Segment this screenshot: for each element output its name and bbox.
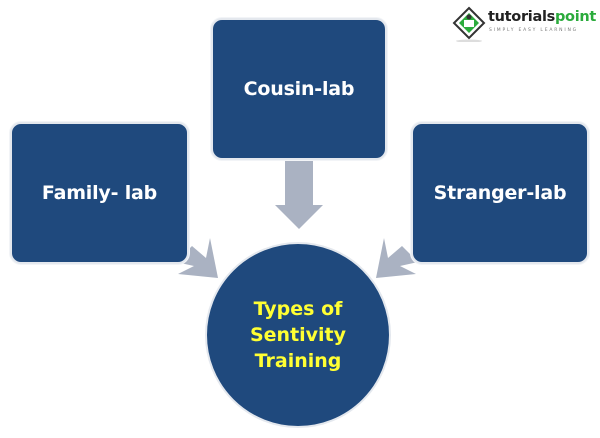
node-stranger-lab: Stranger-lab <box>411 122 589 264</box>
tutorialspoint-logo: tutorialspoint SIMPLY EASY LEARNING <box>452 6 596 42</box>
arrow-stranger-to-center <box>376 238 418 278</box>
node-label: Stranger-lab <box>433 182 567 204</box>
center-label-line: Types of <box>253 298 343 320</box>
node-family-lab: Family- lab <box>10 122 189 264</box>
node-cousin-lab: Cousin-lab <box>211 18 387 160</box>
logo-wordmark: tutorialspoint <box>488 9 597 25</box>
arrow-family-to-center <box>176 238 218 278</box>
arrow-cousin-to-center <box>275 160 323 229</box>
node-label: Family- lab <box>41 182 158 204</box>
node-label: Cousin-lab <box>243 78 355 100</box>
tutorialspoint-logo-icon <box>452 6 486 42</box>
center-node-types-of-training: Types of Sentivity Training <box>205 242 391 428</box>
logo-tagline: SIMPLY EASY LEARNING <box>489 28 578 33</box>
center-label-line: Training <box>254 350 342 372</box>
center-label-line: Sentivity <box>249 324 347 346</box>
